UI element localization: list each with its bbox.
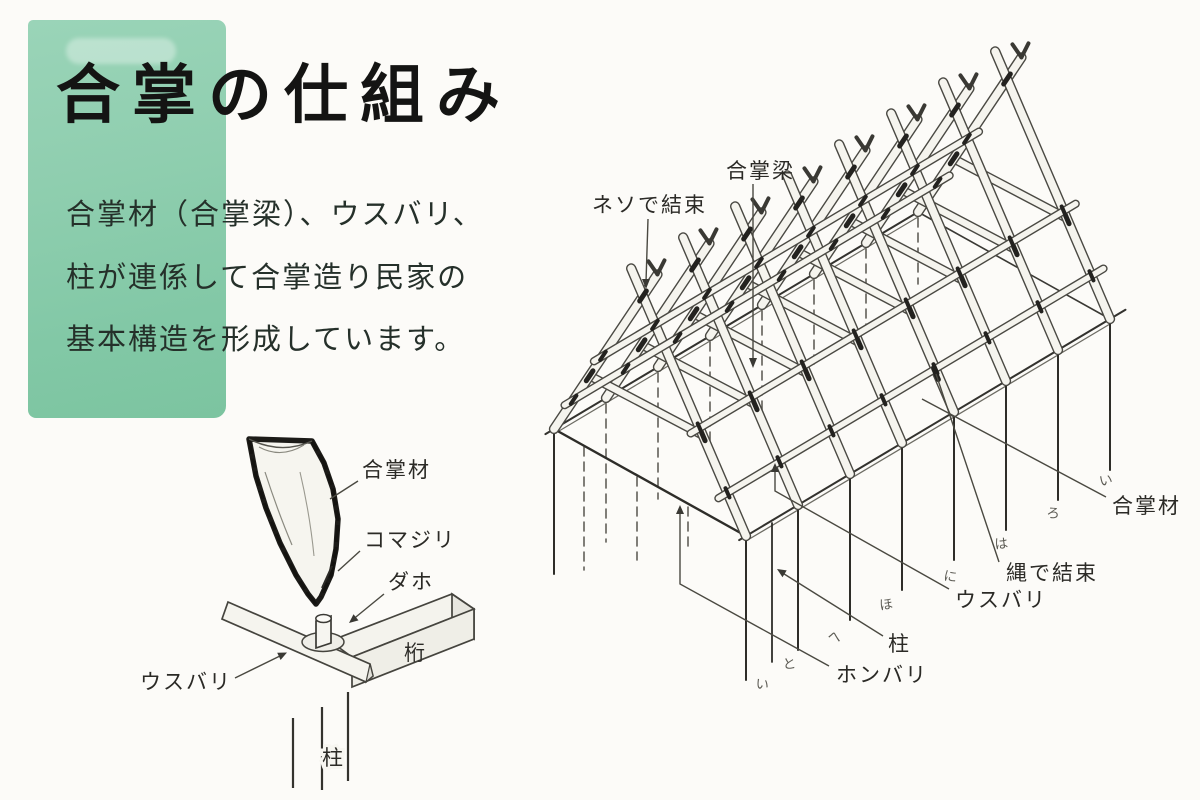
intro-line: 基本構造を形成しています。	[66, 324, 466, 356]
column-mark: い	[755, 676, 770, 693]
main-diagram-leaders	[642, 184, 1107, 667]
label-gassho-bari: 合掌梁	[726, 160, 795, 183]
intro-line: 合掌材（合掌梁）、ウスバリ、	[66, 199, 484, 231]
usubari-plank	[220, 600, 374, 684]
column-mark: へ	[826, 628, 842, 645]
intro-paragraph: 合掌材（合掌梁）、ウスバリ、 柱が連係して合掌造り民家の 基本構造を形成していま…	[66, 184, 536, 372]
page-title: 合掌の仕組み	[56, 59, 512, 131]
column-mark: い	[1098, 472, 1114, 489]
main-diagram-labels: ネソで結束 合掌梁 合掌材 縄で結束 ウスバリ 柱 ホンバリ	[592, 160, 1181, 687]
joint-detail-leaders	[234, 480, 385, 679]
truss-structure	[544, 41, 1127, 681]
daho-peg	[301, 613, 345, 653]
column-mark: ほ	[878, 596, 893, 613]
detail-label-keta: 桁	[404, 642, 427, 665]
joint-detail-diagram: 合掌材 コマジリ ダホ 桁 ウスバリ 柱	[140, 436, 476, 790]
label-usubari: ウスバリ	[955, 589, 1047, 612]
keta-beam	[328, 592, 476, 689]
green-highlight-panel	[28, 20, 226, 418]
column-mark: は	[994, 536, 1009, 552]
hashira-post	[291, 692, 350, 790]
detail-label-gassho-zai: 合掌材	[362, 459, 431, 482]
gassho-log	[246, 436, 341, 607]
column-mark: と	[782, 656, 797, 672]
column-marks: い ろ は に ほ へ と い	[755, 472, 1114, 693]
label-honbari: ホンバリ	[836, 664, 928, 687]
detail-label-usubari: ウスバリ	[140, 671, 232, 694]
label-hashira: 柱	[888, 633, 911, 656]
detail-label-hashira: 柱	[322, 747, 345, 770]
label-nawa-tie: 縄で結束	[1006, 562, 1098, 585]
label-neso-tie: ネソで結束	[592, 194, 707, 217]
intro-line: 柱が連係して合掌造り民家の	[66, 261, 469, 294]
column-mark: に	[943, 568, 958, 585]
detail-label-daho: ダホ	[388, 571, 434, 594]
detail-label-komajiri: コマジリ	[364, 529, 456, 552]
label-gassho-zai: 合掌材	[1112, 495, 1181, 518]
column-mark: ろ	[1046, 505, 1061, 521]
